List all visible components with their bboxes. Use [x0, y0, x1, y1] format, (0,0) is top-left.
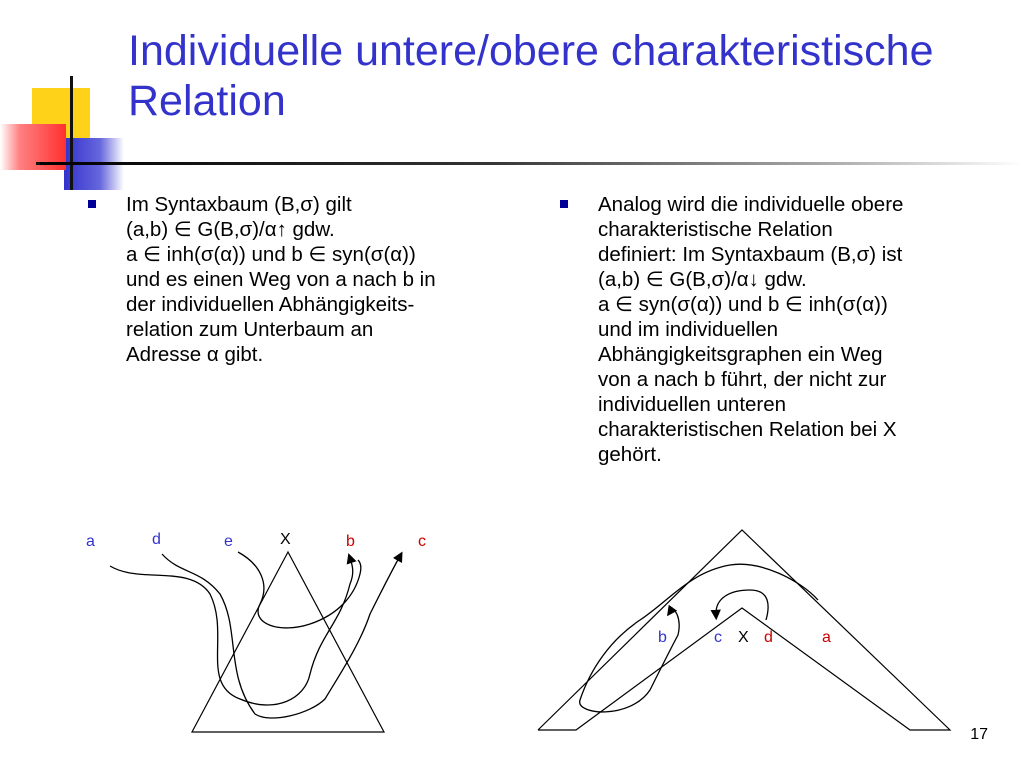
right-label-b: b [658, 629, 667, 646]
right-label-c: c [714, 629, 722, 646]
right-line-11: gehört. [598, 443, 662, 466]
left-label-c: c [418, 533, 426, 550]
left-line-7: Adresse α gibt. [126, 343, 264, 366]
right-line-10: charakteristischen Relation bei X [598, 418, 897, 441]
right-line-5: a ∈ syn(σ(α)) und b ∈ inh(σ(α)) [598, 293, 888, 316]
right-label-x: X [738, 629, 749, 646]
left-tree-triangle [191, 550, 385, 733]
right-tree-outline [537, 529, 952, 731]
right-path-d-to-c [710, 589, 769, 621]
left-path-a-to-b [109, 553, 357, 706]
right-line-4: (a,b) ∈ G(B,σ)/α↓ gdw. [598, 268, 807, 291]
left-line-6: relation zum Unterbaum an [126, 318, 374, 341]
left-label-e: e [224, 533, 233, 550]
left-line-5: der individuellen Abhängigkeits- [126, 293, 415, 316]
right-line-1: Analog wird die individuelle obere [598, 193, 904, 216]
right-tree-diagram: b c X d a [537, 529, 952, 731]
right-line-2: charakteristische Relation [598, 218, 833, 241]
right-line-7: Abhängigkeitsgraphen ein Weg [598, 343, 883, 366]
right-line-8: von a nach b führt, der nicht zur [598, 368, 887, 391]
right-bullet: Analog wird die individuelle obere chara… [560, 192, 960, 467]
left-line-3: a ∈ inh(σ(α)) und b ∈ syn(σ(α)) [126, 243, 416, 266]
title-rule [40, 162, 1024, 165]
left-line-4: und es einen Weg von a nach b in [126, 268, 436, 291]
right-label-d: d [764, 629, 773, 646]
left-path-e-loop [237, 551, 362, 629]
left-label-b: b [346, 533, 355, 550]
left-label-a: a [86, 533, 95, 550]
left-path-d-to-c [161, 551, 403, 719]
left-label-d: d [152, 531, 161, 548]
bullet-square-icon [560, 200, 568, 208]
left-bullet: Im Syntaxbaum (B,σ) gilt (a,b) ∈ G(B,σ)/… [88, 192, 528, 367]
decor-vertical-line [70, 76, 73, 190]
left-line-2: (a,b) ∈ G(B,σ)/α↑ gdw. [126, 218, 335, 241]
left-tree-diagram: a d e X b c [86, 531, 426, 733]
left-bullet-text: Im Syntaxbaum (B,σ) gilt (a,b) ∈ G(B,σ)/… [126, 192, 528, 367]
right-line-6: und im individuellen [598, 318, 779, 341]
left-label-x: X [280, 531, 291, 548]
page-number: 17 [970, 726, 988, 743]
right-label-a: a [822, 629, 831, 646]
right-bullet-text: Analog wird die individuelle obere chara… [598, 192, 960, 467]
right-line-3: definiert: Im Syntaxbaum (B,σ) ist [598, 243, 903, 266]
slide-title: Individuelle untere/obere charakteristis… [128, 27, 934, 125]
right-path-a-to-b [579, 563, 819, 713]
right-line-9: individuellen unteren [598, 393, 787, 416]
left-line-1: Im Syntaxbaum (B,σ) gilt [126, 193, 352, 216]
bullet-square-icon [88, 200, 96, 208]
